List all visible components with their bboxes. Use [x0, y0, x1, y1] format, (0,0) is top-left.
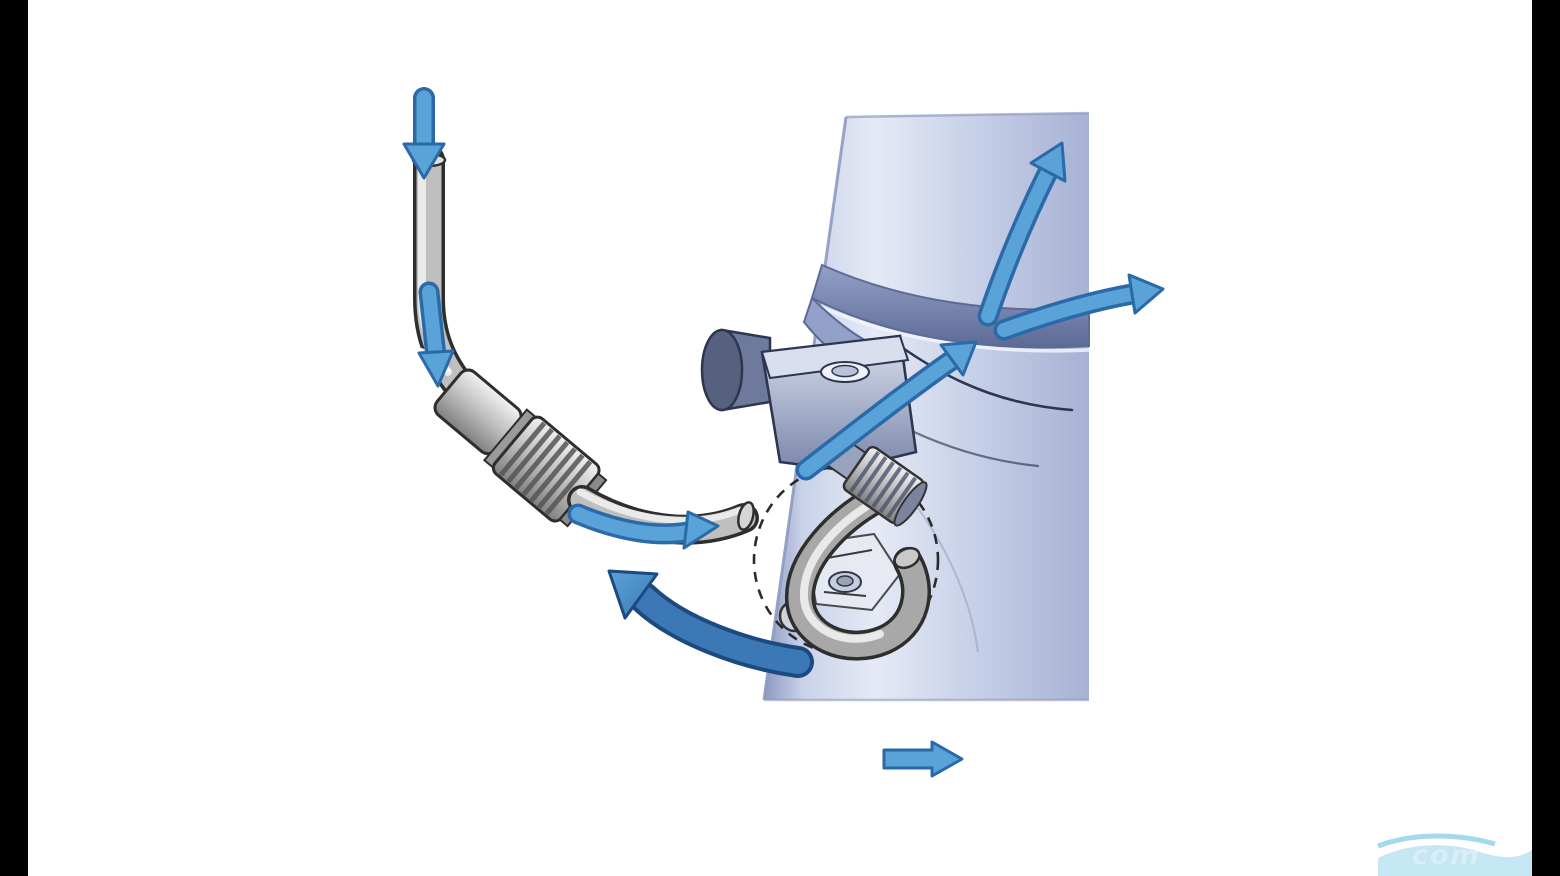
knurl-ribs: [498, 421, 593, 516]
arrow-head: [607, 569, 659, 620]
letterbox-right: [1532, 0, 1560, 876]
hose-exit-highlight: [576, 488, 744, 524]
flow-arrow-bend: [417, 281, 455, 388]
watermark-wave: [1378, 845, 1532, 876]
arrow-head: [939, 340, 978, 377]
connector-end-cap: [893, 481, 928, 527]
flow-arrow-hose: [567, 503, 720, 550]
watermark-text: com: [1412, 840, 1481, 871]
arrow-head: [402, 142, 446, 180]
flow-arrow-return-curl: [607, 569, 814, 678]
flow-arrow-leg-side: [993, 273, 1165, 341]
watermark-wave-line: [1377, 833, 1496, 849]
flush-bracket: [700, 328, 918, 472]
arrow-head: [1127, 273, 1165, 315]
letterbox-left: [0, 0, 28, 876]
flow-arrow-inlet: [402, 87, 446, 180]
boss-end: [700, 328, 744, 412]
hose-open-end: [737, 501, 755, 531]
hook-highlight: [799, 498, 884, 643]
arrow-head: [1029, 141, 1067, 183]
supply-hose: [404, 144, 759, 545]
connector-ribs: [849, 450, 917, 519]
bracket-top-face: [760, 334, 910, 380]
pipe-top-edge: [845, 111, 1090, 119]
flow-arrow-leg-up: [977, 141, 1067, 327]
bracket-hose-connector: [826, 437, 928, 527]
support-curve-upper: [898, 344, 1074, 412]
hex-bolt: [820, 361, 870, 383]
inner-bolt-top: [836, 575, 854, 587]
pipe-shade-curve: [917, 507, 979, 653]
hex-bolt-top: [831, 364, 859, 378]
support-curve-lower: [912, 430, 1040, 468]
arrow-head: [417, 349, 455, 388]
watermark: com: [1377, 833, 1532, 876]
hook-open-end: [893, 546, 921, 570]
flow-arrow-bottom: [882, 740, 964, 778]
arrow-head: [682, 510, 720, 550]
bracket-support-lines: [898, 344, 1074, 653]
flow-arrow-bracket-out: [795, 340, 978, 481]
hook-hose: [785, 483, 931, 661]
